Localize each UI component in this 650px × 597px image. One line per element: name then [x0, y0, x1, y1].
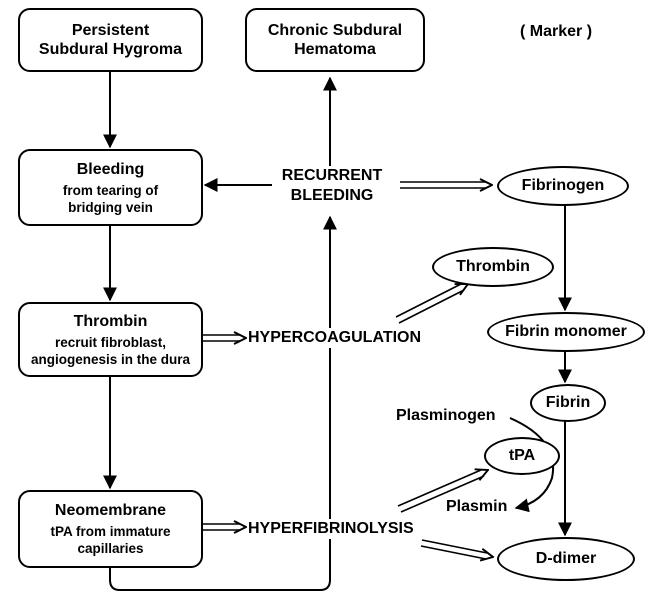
- hygroma-title: Persistent Subdural Hygroma: [38, 22, 183, 58]
- thrombin-subtitle: recruit fibroblast, angiogenesis in the …: [30, 334, 191, 367]
- bleeding-title: Bleeding: [76, 160, 145, 178]
- tpa-text: tPA: [508, 447, 536, 464]
- box-bleeding: Bleeding from tearing of bridging vein: [18, 149, 203, 226]
- fibrin-monomer-text: Fibrin monomer: [505, 323, 627, 340]
- box-persistent-subdural-hygroma: Persistent Subdural Hygroma: [18, 8, 203, 72]
- marker-label: ( Marker ): [520, 22, 593, 42]
- fibrin-text: Fibrin: [545, 394, 591, 411]
- fibrinogen-text: Fibrinogen: [521, 177, 605, 194]
- ellipse-d-dimer: D-dimer: [497, 537, 635, 581]
- ellipse-thrombin: Thrombin: [432, 247, 554, 287]
- recurrent-bleeding-label: RECURRENT BLEEDING: [276, 166, 388, 206]
- arrow-plasminogen-to-plasmin: [509, 417, 555, 513]
- ellipse-fibrin-monomer: Fibrin monomer: [487, 312, 645, 352]
- chronic-title: Chronic Subdural Hematoma: [267, 22, 403, 58]
- plasmin-label: Plasmin: [446, 498, 508, 515]
- loop-neomembrane-to-recurrent: [109, 215, 337, 591]
- thrombin-title: Thrombin: [73, 312, 148, 330]
- neomembrane-subtitle: tPA from immature capillaries: [50, 524, 171, 556]
- neomembrane-title: Neomembrane: [54, 502, 167, 519]
- bleeding-subtitle: from tearing of bridging vein: [62, 182, 159, 215]
- box-neomembrane: Neomembrane tPA from immature capillarie…: [18, 490, 203, 568]
- ellipse-fibrin: Fibrin: [530, 384, 606, 422]
- ellipse-tpa: tPA: [484, 437, 560, 475]
- plasminogen-label: Plasminogen: [396, 407, 496, 424]
- hypercoagulation-label: HYPERCOAGULATION: [248, 328, 422, 348]
- d-dimer-text: D-dimer: [535, 550, 597, 567]
- box-thrombin: Thrombin recruit fibroblast, angiogenesi…: [18, 302, 203, 377]
- thrombin-text: Thrombin: [456, 258, 530, 275]
- hyperfibrinolysis-label: HYPERFIBRINOLYSIS: [248, 519, 414, 539]
- double-arrow-hypercoag-to-thrombin: [397, 284, 468, 320]
- box-chronic-subdural-hematoma: Chronic Subdural Hematoma: [245, 8, 425, 72]
- ellipse-fibrinogen: Fibrinogen: [497, 166, 629, 206]
- double-arrow-hyperfib-to-ddimer: [421, 543, 493, 557]
